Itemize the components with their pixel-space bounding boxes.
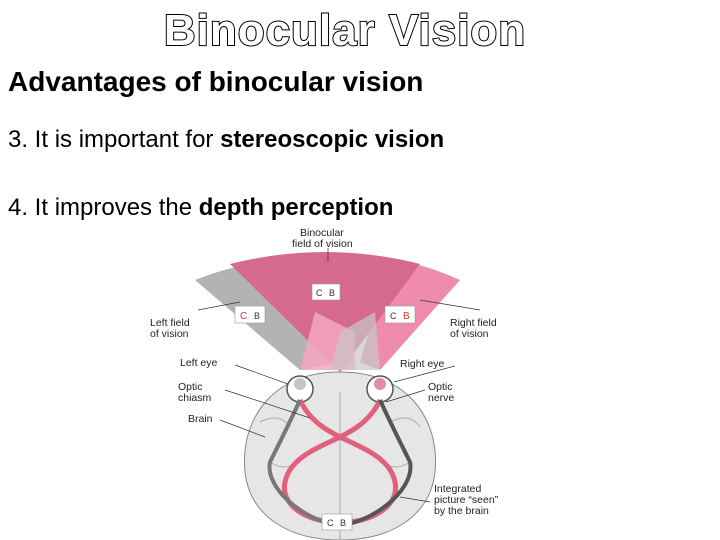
point-3-text: 3. It is important for xyxy=(8,126,221,153)
label-left-field: Left field xyxy=(150,317,190,329)
left-field-of-vision xyxy=(195,260,340,370)
cube-letter-c: C xyxy=(327,518,334,528)
point-3-bold: stereoscopic vision xyxy=(220,126,445,153)
left-cone xyxy=(330,312,380,370)
label-optic-nerve-2: nerve xyxy=(428,392,454,404)
label-right-field-2: of vision xyxy=(450,328,489,340)
label-optic-chiasm-2: chiasm xyxy=(178,392,212,404)
optic-pathway-right-gray xyxy=(347,399,413,526)
left-eye-pupil xyxy=(294,378,306,390)
brain-folds xyxy=(259,392,421,540)
label-optic-nerve: Optic xyxy=(428,381,453,393)
binocular-vision-diagram: C B C B C B C B Binocular f xyxy=(150,227,499,540)
label-brain: Brain xyxy=(188,413,213,425)
label-right-field: Right field xyxy=(450,317,497,329)
label-integrated-3: by the brain xyxy=(434,505,489,517)
cube-letter-b: B xyxy=(254,311,260,321)
cube-letter-c: C xyxy=(240,311,247,322)
label-left-eye: Left eye xyxy=(180,357,218,369)
right-cube: C B xyxy=(384,305,416,324)
integrated-cube: C B xyxy=(321,513,353,531)
right-eye-pupil xyxy=(374,378,386,390)
slide-title: Binocular Vision xyxy=(163,5,527,56)
label-binocular: Binocular xyxy=(300,227,344,239)
point-depth: 4. It improves the depth perception xyxy=(8,194,393,222)
label-right-eye: Right eye xyxy=(400,358,445,370)
top-cube: C B xyxy=(311,283,341,301)
point-stereoscopic: 3. It is important for stereoscopic visi… xyxy=(8,126,444,154)
label-optic-chiasm: Optic xyxy=(178,381,203,393)
cube-letter-c: C xyxy=(316,288,323,298)
cube-letter-b: B xyxy=(403,311,410,322)
label-left-field-2: of vision xyxy=(150,328,189,340)
point-4-text: 4. It improves the xyxy=(8,194,199,221)
label-binocular-field: field of vision xyxy=(292,238,353,250)
left-cube: C B xyxy=(234,305,266,324)
cube-letter-b: B xyxy=(340,518,346,528)
leader-lines xyxy=(197,248,481,503)
binocular-field-of-vision xyxy=(230,252,420,372)
cube-letter-b: B xyxy=(329,288,335,298)
point-4-bold: depth perception xyxy=(198,194,394,221)
slide-subtitle: Advantages of binocular vision xyxy=(8,66,424,97)
optic-pathway-left-gray xyxy=(267,399,333,526)
cube-letter-c: C xyxy=(390,311,397,321)
label-integrated: Integrated xyxy=(434,483,481,495)
label-integrated-2: picture “seen” xyxy=(434,494,499,506)
